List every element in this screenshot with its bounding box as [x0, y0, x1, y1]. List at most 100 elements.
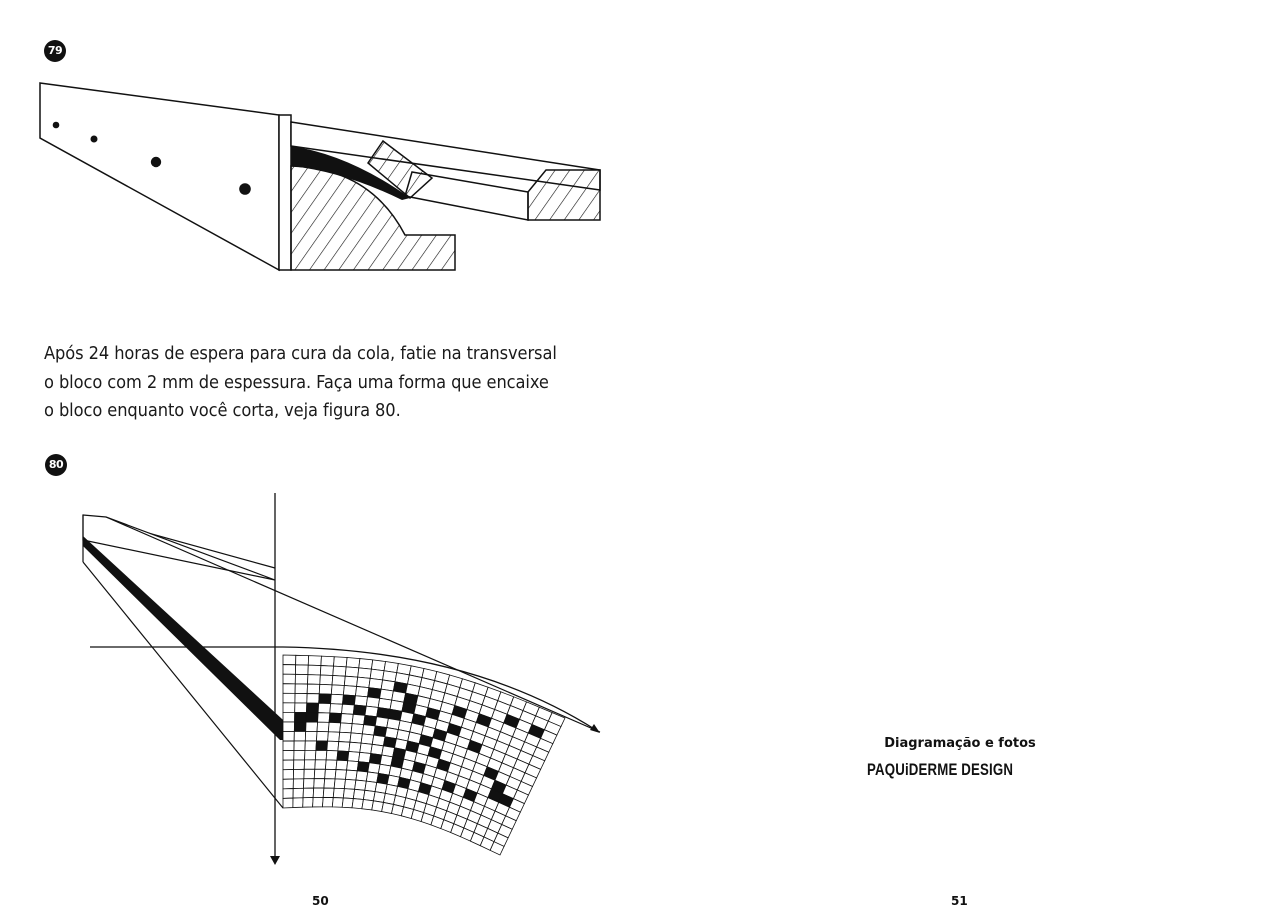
- grid-cell: [345, 769, 358, 781]
- grid-cell: [343, 675, 359, 687]
- grid-cell: [355, 686, 370, 698]
- grid-cell: [295, 654, 310, 666]
- grid-cell: [282, 673, 296, 685]
- grid-cell: [292, 787, 304, 799]
- grid-cell: [313, 778, 326, 789]
- grid-cell: [365, 696, 381, 708]
- grid-cell: [312, 787, 325, 798]
- grid-cell: [307, 655, 322, 666]
- grid-cell: [294, 712, 307, 723]
- grid-cell: [339, 722, 353, 734]
- grid-cell: [307, 664, 322, 676]
- grid-cell: [293, 731, 307, 742]
- grid-cell: [316, 721, 330, 733]
- instructions-paragraph: Após 24 horas de espera para cura da col…: [44, 340, 574, 426]
- grid-cell: [312, 797, 324, 808]
- grid-cell: [344, 666, 360, 678]
- grid-cell: [293, 749, 306, 761]
- grid-cell: [348, 741, 362, 753]
- grid-cell: [341, 797, 354, 809]
- grid-cell: [282, 711, 296, 723]
- grid-cell: [304, 731, 318, 742]
- grid-cell: [361, 724, 376, 736]
- grid-cell: [324, 759, 338, 770]
- grid-cell: [307, 674, 321, 685]
- grid-cell: [293, 768, 305, 780]
- grid-cell: [328, 712, 342, 724]
- grid-cell: [282, 731, 295, 742]
- grid-cell: [315, 740, 329, 751]
- paragraph-line: o bloco com 2 mm de espessura. Faça uma …: [44, 372, 549, 393]
- grid-cell: [318, 693, 332, 705]
- grid-cell: [324, 768, 337, 780]
- grid-cell: [351, 713, 366, 726]
- grid-cell: [302, 787, 315, 799]
- grid-cell: [325, 750, 339, 761]
- grid-cell: [323, 778, 336, 789]
- grid-cell: [282, 778, 294, 790]
- grid-cell: [282, 740, 295, 752]
- page-number-left: 50: [312, 894, 329, 908]
- grid-cell: [282, 721, 295, 732]
- grid-cell: [360, 733, 375, 745]
- grid-cell: [331, 797, 344, 808]
- grid-cell: [340, 713, 354, 725]
- grid-cell: [330, 693, 344, 705]
- grid-cell: [347, 751, 361, 763]
- grid-cell: [341, 703, 355, 715]
- grid-cell: [489, 841, 505, 856]
- grid-cell: [343, 778, 357, 790]
- grid-cell: [303, 778, 315, 789]
- grid-cell: [327, 731, 341, 742]
- grid-cell: [346, 760, 359, 772]
- grid-cell: [302, 797, 314, 808]
- grid-cell: [294, 673, 309, 685]
- grid-cell: [356, 676, 371, 689]
- grid-cell: [317, 702, 332, 714]
- grid-cell: [358, 751, 372, 764]
- grid-cell: [351, 798, 364, 810]
- grid-cell: [293, 721, 307, 732]
- grid-cell: [304, 749, 317, 761]
- figure-79-badge: 79: [44, 40, 66, 62]
- grid-cell: [282, 797, 294, 809]
- grid-cell: [334, 769, 348, 780]
- grid-cell: [293, 759, 305, 770]
- brand-name: PAQUiDERME DESIGN: [867, 760, 1014, 779]
- grid-cell: [303, 759, 316, 770]
- grid-cell: [304, 740, 317, 751]
- grid-cell: [282, 683, 296, 694]
- grid-cell: [282, 769, 295, 780]
- grid-cell: [282, 759, 295, 771]
- grid-cell: [282, 788, 294, 799]
- grid-cell: [282, 750, 295, 761]
- grid-cell: [319, 674, 334, 686]
- grid-cell: [303, 768, 316, 780]
- grid-cell: [318, 683, 333, 695]
- grid-cell: [319, 665, 334, 676]
- grid-cell: [335, 759, 349, 771]
- grid-cell: [365, 771, 379, 783]
- grid-cell: [322, 797, 334, 808]
- credits-block: Diagramação e fotos PAQUiDERME DESIGN: [867, 736, 1050, 783]
- grid-cell: [367, 762, 381, 774]
- grid-cell: [282, 692, 296, 704]
- grid-cell: [294, 683, 308, 694]
- grid-cell: [305, 712, 319, 723]
- grid-cell: [356, 761, 370, 773]
- pattern-grid: [282, 654, 566, 856]
- grid-cell: [354, 779, 367, 791]
- grid-cell: [342, 685, 358, 697]
- grid-cell: [364, 780, 378, 793]
- grid-cell: [306, 702, 320, 714]
- grid-cell: [336, 750, 350, 762]
- grid-cell: [330, 684, 345, 696]
- grid-cell: [345, 657, 361, 669]
- grid-cell: [338, 731, 352, 743]
- grid-cell: [313, 768, 326, 780]
- grid-cell: [333, 778, 346, 790]
- grid-cell: [358, 658, 374, 670]
- grid-cell: [359, 742, 373, 754]
- grid-cell: [295, 664, 309, 676]
- grid-cell: [305, 721, 319, 732]
